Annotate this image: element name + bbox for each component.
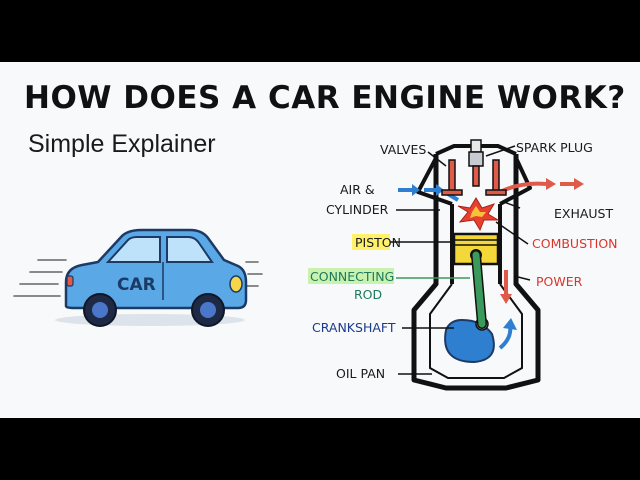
connecting-rod (471, 250, 487, 329)
letterbox-bottom (0, 418, 640, 480)
combustion-burst-icon (457, 197, 500, 232)
rotation-arrow-icon (498, 325, 513, 350)
illustration: CAR (13, 139, 618, 391)
diagram-canvas: HOW DOES A CAR ENGINE WORK? Simple Expla… (0, 62, 640, 418)
label-rod: ROD (354, 287, 382, 302)
label-air: AIR & (340, 182, 375, 197)
letterbox-top (0, 0, 640, 62)
label-combustion: COMBUSTION (532, 236, 618, 251)
piston-highlight (352, 234, 390, 250)
valves (441, 159, 507, 196)
label-oil-pan: OIL PAN (336, 366, 385, 381)
label-piston: PISTON (355, 235, 401, 250)
connecting-highlight (308, 268, 394, 284)
exhaust-arrow-icon (499, 178, 584, 194)
label-exhaust: EXHAUST (554, 206, 613, 221)
spark-plug-icon (468, 139, 484, 187)
car-icon (13, 228, 263, 327)
page-title: HOW DOES A CAR ENGINE WORK? (24, 80, 626, 116)
label-cylinder: CYLINDER (326, 202, 389, 217)
label-crankshaft: CRANKSHAFT (312, 320, 396, 335)
label-spark-plug: SPARK PLUG (516, 140, 593, 155)
car-label: CAR (117, 275, 156, 295)
label-connecting: CONNECTING (310, 269, 394, 284)
page-subtitle: Simple Explainer (28, 130, 216, 158)
label-valves: VALVES (380, 142, 426, 157)
power-arrow-icon (500, 270, 512, 304)
engine-block (411, 144, 541, 391)
label-power: POWER (536, 274, 583, 289)
